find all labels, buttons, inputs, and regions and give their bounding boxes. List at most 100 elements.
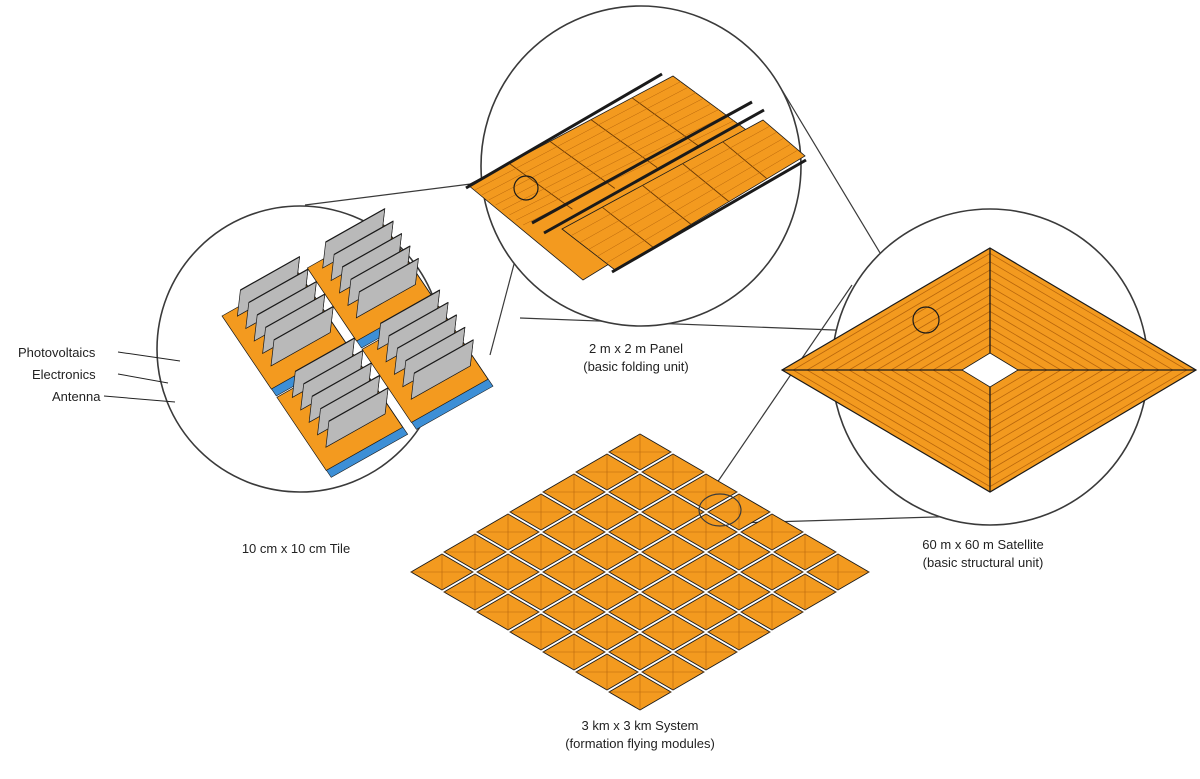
system-module [410, 553, 474, 591]
system-module [740, 513, 804, 551]
system-module [575, 573, 639, 611]
tile-photovoltaic-fin-lip [405, 326, 466, 362]
tile-photovoltaic-fin [270, 305, 334, 367]
satellite-detail-magnifier [912, 306, 940, 334]
tile-photovoltaic-fin [325, 387, 389, 448]
leader-photovoltaics [117, 351, 181, 362]
panel-illustration [465, 72, 807, 281]
tile-photovoltaic-fin-lip [240, 256, 300, 291]
system-module [806, 553, 870, 591]
panel-cell-line [516, 114, 727, 221]
connector-satellite-system-left [707, 284, 853, 497]
system-module [740, 553, 804, 591]
panel-cell-line [588, 137, 785, 250]
system-module [608, 593, 672, 631]
system-module [443, 573, 507, 611]
system-module [509, 573, 573, 611]
system-module [740, 593, 804, 631]
system-module [641, 613, 705, 651]
system-module [707, 573, 771, 611]
system-module [641, 533, 705, 571]
system-module [641, 453, 705, 491]
system-module [773, 573, 837, 611]
system-module [608, 673, 672, 711]
tile-unit [361, 289, 494, 430]
system-module [575, 453, 639, 491]
system-detail-magnifier [698, 493, 742, 527]
tile-photovoltaic-fin-lip [350, 245, 411, 280]
system-module [476, 513, 540, 551]
system-module-grid [410, 433, 870, 711]
panel-boom-middle-a [531, 100, 753, 225]
system-module [575, 533, 639, 571]
system-title: 3 km x 3 km System [581, 718, 699, 733]
panel-cell-line [606, 149, 799, 264]
panel-fold-line [508, 162, 573, 210]
system-module [542, 513, 606, 551]
system-module [707, 493, 771, 531]
panel-boom-bottom [611, 158, 807, 274]
tile-unit [276, 337, 409, 478]
panel-cell-line [509, 109, 720, 216]
system-module [509, 533, 573, 571]
panel-detail-magnifier [513, 175, 539, 201]
system-module [542, 473, 606, 511]
tile-photovoltaic-fin-lip [265, 293, 326, 328]
system-module [509, 613, 573, 651]
system-module [608, 513, 672, 551]
system-module [674, 593, 738, 631]
panel-cell-line [474, 81, 681, 191]
satellite-title: 60 m x 60 m Satellite [922, 537, 1044, 552]
tile-photovoltaic-fin-lip [311, 362, 372, 397]
system-module [476, 593, 540, 631]
system-module [575, 613, 639, 651]
system-module [542, 633, 606, 671]
system-module [608, 633, 672, 671]
label-antenna: Antenna [52, 389, 101, 404]
system-module [674, 473, 738, 511]
panel-cell-line [579, 131, 778, 243]
system-module [443, 533, 507, 571]
system-module [575, 653, 639, 691]
panel-cell-line [488, 92, 697, 201]
system-module [608, 433, 672, 471]
tile-photovoltaic-fin-lip [248, 268, 309, 304]
tile-photovoltaic-fin-lip [325, 208, 386, 243]
system-module [707, 613, 771, 651]
system-module [476, 553, 540, 591]
system-module [575, 493, 639, 531]
tile-photovoltaic-fin-lip [358, 257, 419, 293]
tile-photovoltaic-fin-lip [303, 350, 364, 385]
tile-photovoltaic-fin-lip [413, 339, 474, 374]
system-module [542, 553, 606, 591]
panel-cell-line [570, 125, 771, 237]
tile-photovoltaic-fin-lip [328, 387, 389, 422]
tile-photovoltaic-fin-lip [273, 306, 334, 341]
tile-photovoltaic-fin-lip [320, 374, 380, 410]
panel-cell-line [597, 143, 792, 257]
system-module [674, 553, 738, 591]
system-module [641, 573, 705, 611]
tile-photovoltaic-fin-lip [295, 337, 355, 372]
leader-antenna [103, 395, 176, 403]
label-electronics: Electronics [32, 367, 96, 382]
system-module [773, 533, 837, 571]
system-subtitle: (formation flying modules) [565, 736, 715, 751]
satellite-center-opening [961, 352, 1019, 388]
panel-subtitle: (basic folding unit) [583, 359, 689, 374]
satellite-subtitle: (basic structural unit) [922, 555, 1044, 570]
panel-fold-line [549, 141, 616, 189]
system-module [608, 553, 672, 591]
system-module [641, 493, 705, 531]
panel-boom-top [465, 72, 663, 190]
satellite-illustration [780, 247, 1198, 493]
tile-photovoltaic-fin-lip [333, 220, 394, 256]
tile-photovoltaic-fin-lip [388, 301, 449, 337]
system-module [674, 633, 738, 671]
system-module [707, 533, 771, 571]
tile-illustration [221, 208, 494, 478]
panel-title: 2 m x 2 m Panel [589, 341, 683, 356]
panel-boom-middle-b [543, 108, 765, 235]
system-module [542, 593, 606, 631]
